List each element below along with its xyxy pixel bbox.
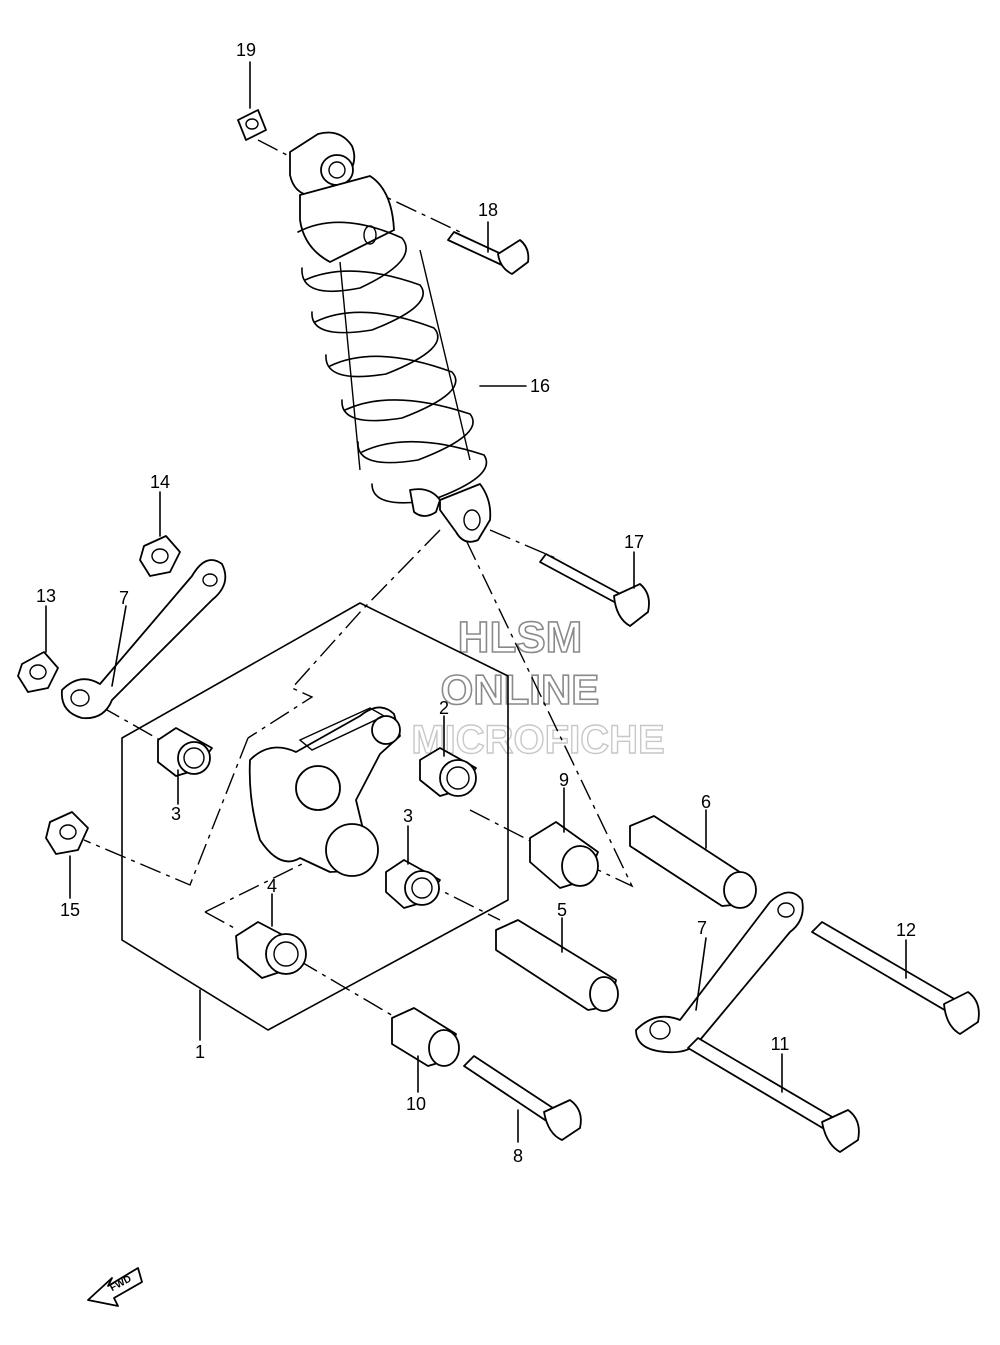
part-3-bearing-lower bbox=[385, 859, 441, 909]
watermark: HLSM ONLINE MICROFICHE bbox=[411, 612, 666, 763]
callout-4: 4 bbox=[267, 876, 277, 896]
callout-3-left: 3 bbox=[171, 804, 181, 824]
callout-7-left: 7 bbox=[119, 588, 129, 608]
fwd-arrow-icon bbox=[87, 1267, 143, 1307]
callout-17: 17 bbox=[624, 532, 644, 552]
part-7-link-rod-left bbox=[60, 559, 227, 720]
callout-10: 10 bbox=[406, 1094, 426, 1114]
part-17-bolt bbox=[539, 553, 650, 627]
assembly-outline bbox=[121, 602, 509, 1031]
watermark-line-2: ONLINE bbox=[441, 666, 600, 713]
callout-14: 14 bbox=[150, 472, 170, 492]
part-3-bearing-left bbox=[157, 727, 213, 777]
part-8-bolt bbox=[463, 1055, 582, 1141]
part-3-bearing-right-upper bbox=[419, 747, 477, 797]
callout-2: 2 bbox=[439, 698, 449, 718]
part-14-nut bbox=[139, 535, 181, 577]
callout-11: 11 bbox=[771, 1034, 790, 1054]
part-13-nut bbox=[17, 651, 59, 693]
part-16-shock-absorber bbox=[289, 131, 492, 543]
part-12-bolt bbox=[811, 921, 980, 1035]
part-11-bolt bbox=[687, 1037, 860, 1153]
part-5-spacer bbox=[495, 919, 619, 1012]
callout-15: 15 bbox=[60, 900, 80, 920]
callout-labels: 19 18 16 17 14 13 7 2 3 3 4 9 6 5 15 1 7… bbox=[36, 40, 916, 1166]
part-2-cushion-lever bbox=[248, 706, 401, 877]
part-15-nut bbox=[45, 811, 89, 855]
callout-19: 19 bbox=[236, 40, 256, 60]
callout-7-right: 7 bbox=[697, 918, 707, 938]
leader-lines bbox=[45, 61, 907, 1143]
part-9-spacer bbox=[529, 821, 599, 889]
callout-18: 18 bbox=[478, 200, 498, 220]
callout-3-right: 3 bbox=[403, 806, 413, 826]
fwd-direction-badge: FWD bbox=[87, 1267, 143, 1307]
part-7-link-rod-right bbox=[635, 891, 804, 1054]
part-18-bolt bbox=[447, 231, 530, 275]
callout-9: 9 bbox=[559, 770, 569, 790]
callout-16: 16 bbox=[530, 376, 550, 396]
callout-6: 6 bbox=[701, 792, 711, 812]
part-6-long-spacer bbox=[629, 815, 757, 909]
part-10-spacer bbox=[391, 1007, 460, 1067]
callout-13: 13 bbox=[36, 586, 56, 606]
part-4-bearing bbox=[235, 921, 307, 979]
callout-1: 1 bbox=[195, 1042, 205, 1062]
callout-8: 8 bbox=[513, 1146, 523, 1166]
callout-5: 5 bbox=[557, 900, 567, 920]
callout-12: 12 bbox=[896, 920, 916, 940]
watermark-line-1: HLSM bbox=[458, 613, 583, 662]
part-19-nut bbox=[237, 109, 267, 141]
